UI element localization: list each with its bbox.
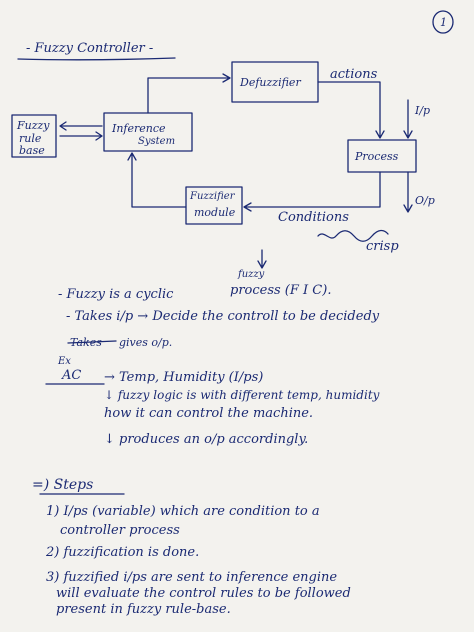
output-arrow bbox=[403, 171, 413, 213]
crisp-label: crisp bbox=[366, 239, 399, 254]
fuzzifier-box bbox=[185, 186, 243, 225]
produces-line: ↓ produces an o/p accordingly. bbox=[104, 432, 309, 447]
fuzzy-logic-line-1: ↓ fuzzy logic is with different temp, hu… bbox=[104, 388, 380, 402]
step-1-line-1: 1) I/ps (variable) which are condition t… bbox=[46, 504, 320, 519]
output-label: O/p bbox=[415, 194, 435, 207]
title-underline bbox=[17, 57, 176, 61]
process-box bbox=[347, 139, 417, 173]
inference-label-2: System bbox=[138, 136, 176, 147]
page-number-circle bbox=[432, 10, 454, 34]
gives-line: gives o/p. bbox=[119, 336, 173, 349]
step-3-line-3: present in fuzzy rule-base. bbox=[56, 602, 231, 617]
fuzzifier-to-inference-line bbox=[127, 152, 187, 208]
rule-base-label-1: Fuzzy bbox=[17, 119, 50, 132]
step-3-line-2: will evaluate the control rules to be fo… bbox=[56, 586, 351, 601]
actions-label: actions bbox=[330, 67, 378, 82]
process-to-fuzzifier-line bbox=[243, 171, 381, 212]
page-title: - Fuzzy Controller - bbox=[26, 41, 154, 56]
rule-base-box bbox=[11, 114, 57, 158]
rule-base-label-3: base bbox=[19, 144, 45, 157]
input-label: I/p bbox=[415, 104, 431, 117]
strikethrough bbox=[67, 340, 117, 344]
cyclic-line-suffix: process (F I C). bbox=[230, 283, 332, 298]
rule-base-arrow bbox=[59, 121, 103, 141]
inference-label-1: Inference bbox=[112, 122, 166, 135]
example-label: Ex bbox=[58, 356, 71, 367]
ac-line: → Temp, Humidity (I/ps) bbox=[104, 370, 264, 385]
fuzzy-logic-line-2: how it can control the machine. bbox=[104, 406, 314, 421]
fuzzifier-label-1: Fuzzifier bbox=[190, 191, 235, 202]
defuzzifier-label: Defuzzifier bbox=[240, 76, 301, 89]
step-2-line-1: 2) fuzzification is done. bbox=[46, 545, 200, 560]
input-arrow bbox=[403, 99, 413, 139]
steps-heading: =) Steps bbox=[32, 477, 94, 493]
step-1-line-2: controller process bbox=[60, 523, 180, 538]
ac-label: AC bbox=[62, 368, 82, 383]
crisp-squiggle bbox=[317, 229, 389, 242]
page-number: 1 bbox=[440, 16, 447, 29]
inference-to-defuzzifier-line bbox=[147, 73, 231, 114]
rule-base-label-2: rule bbox=[19, 132, 42, 145]
fuzzifier-label-2: module bbox=[194, 206, 236, 219]
defuzzifier-to-process-line bbox=[317, 81, 385, 139]
conditions-label: Conditions bbox=[278, 210, 349, 225]
struck-word: Takes bbox=[70, 336, 102, 349]
fuzzy-insert: fuzzy bbox=[238, 269, 265, 280]
down-arrow bbox=[257, 249, 267, 269]
step-3-line-1: 3) fuzzified i/ps are sent to inference … bbox=[46, 570, 338, 585]
takes-line: - Takes i/p → Decide the controll to be … bbox=[66, 309, 380, 324]
cyclic-line-prefix: - Fuzzy is a cyclic bbox=[58, 287, 174, 302]
process-label: Process bbox=[355, 150, 399, 163]
